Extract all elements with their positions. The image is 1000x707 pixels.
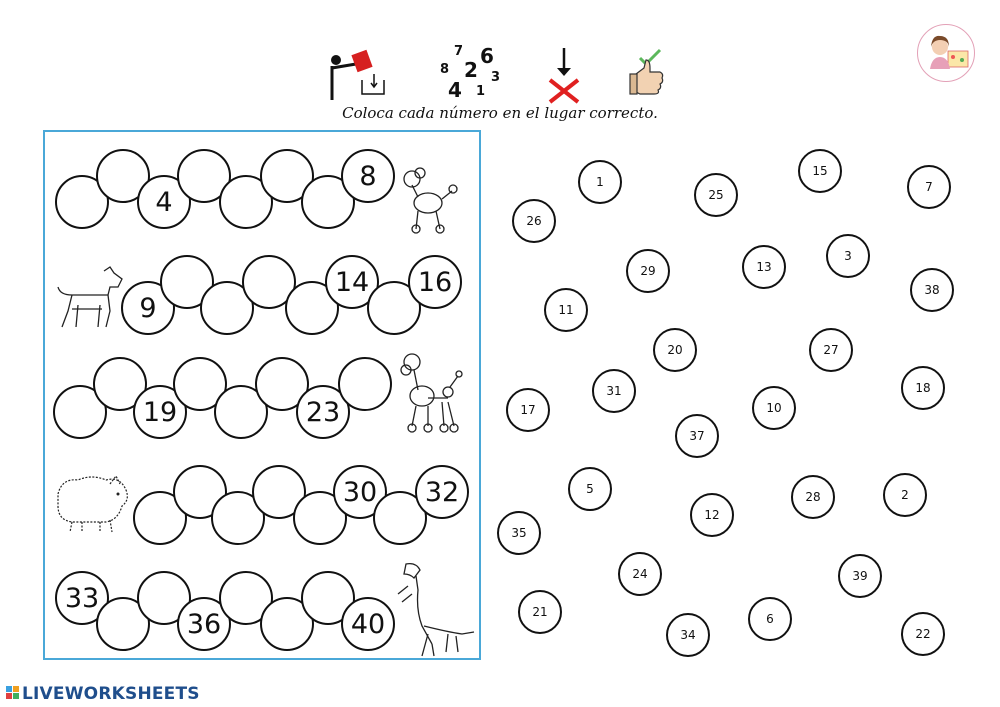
thumbs-up-check-icon [629, 48, 664, 95]
draggable-number-token[interactable]: 3 [826, 234, 870, 278]
digit-glyph: 8 [440, 62, 450, 77]
empty-number-slot[interactable] [177, 149, 231, 203]
draggable-number-token[interactable]: 39 [838, 554, 882, 598]
draggable-number-token[interactable]: 20 [653, 328, 697, 372]
digit-glyph: 1 [476, 84, 486, 99]
draggable-number-token[interactable]: 27 [809, 328, 853, 372]
draggable-number-token[interactable]: 34 [666, 613, 710, 657]
digit-glyph: 2 [464, 58, 478, 82]
draggable-number-token[interactable]: 6 [748, 597, 792, 641]
digit-glyph: 4 [448, 78, 462, 102]
draggable-number-token[interactable]: 35 [497, 511, 541, 555]
draggable-number-token[interactable]: 31 [592, 369, 636, 413]
filled-number-slot: 16 [408, 255, 462, 309]
draggable-number-token[interactable]: 5 [568, 467, 612, 511]
scattered-numbers-icon: 8 7 2 6 3 4 1 [440, 44, 506, 102]
draggable-number-token[interactable]: 21 [518, 590, 562, 634]
draggable-number-token[interactable]: 38 [910, 268, 954, 312]
filled-number-slot: 30 [333, 465, 387, 519]
dachshund-icon [397, 562, 475, 657]
terrier-icon [57, 266, 123, 328]
poodle-icon [403, 167, 458, 234]
filled-number-slot: 8 [341, 149, 395, 203]
draggable-number-token[interactable]: 1 [578, 160, 622, 204]
draggable-number-token[interactable]: 26 [512, 199, 556, 243]
brand-name: LIVEWORKSHEETS [22, 684, 200, 704]
pomeranian-icon [57, 474, 128, 533]
draggable-number-token[interactable]: 25 [694, 173, 738, 217]
draggable-number-token[interactable]: 2 [883, 473, 927, 517]
draggable-number-token[interactable]: 22 [901, 612, 945, 656]
empty-number-slot[interactable] [242, 255, 296, 309]
draggable-number-token[interactable]: 7 [907, 165, 951, 209]
digit-glyph: 6 [480, 44, 494, 68]
filled-number-slot: 19 [133, 385, 187, 439]
liveworksheets-logo-icon [6, 686, 19, 699]
draggable-number-token[interactable]: 13 [742, 245, 786, 289]
empty-number-slot[interactable] [338, 357, 392, 411]
draggable-number-token[interactable]: 18 [901, 366, 945, 410]
filled-number-slot: 32 [415, 465, 469, 519]
draggable-number-token[interactable]: 24 [618, 552, 662, 596]
avatar-illustration-icon [930, 35, 969, 69]
filled-number-slot: 33 [55, 571, 109, 625]
draggable-number-token[interactable]: 11 [544, 288, 588, 332]
down-arrow-cross-icon [548, 48, 580, 104]
filled-number-slot: 23 [296, 385, 350, 439]
draggable-number-token[interactable]: 28 [791, 475, 835, 519]
draggable-number-token[interactable]: 12 [690, 493, 734, 537]
digit-glyph: 7 [454, 44, 464, 59]
draggable-number-token[interactable]: 10 [752, 386, 796, 430]
draggable-number-token[interactable]: 37 [675, 414, 719, 458]
person-placing-icon [330, 49, 385, 100]
poodle-icon [400, 353, 463, 433]
author-avatar [917, 24, 975, 82]
filled-number-slot: 40 [341, 597, 395, 651]
draggable-number-token[interactable]: 17 [506, 388, 550, 432]
digit-glyph: 3 [491, 70, 501, 85]
instruction-text: Coloca cada número en el lugar correcto. [342, 104, 658, 122]
draggable-number-token[interactable]: 15 [798, 149, 842, 193]
empty-number-slot[interactable] [211, 491, 265, 545]
draggable-number-token[interactable]: 29 [626, 249, 670, 293]
